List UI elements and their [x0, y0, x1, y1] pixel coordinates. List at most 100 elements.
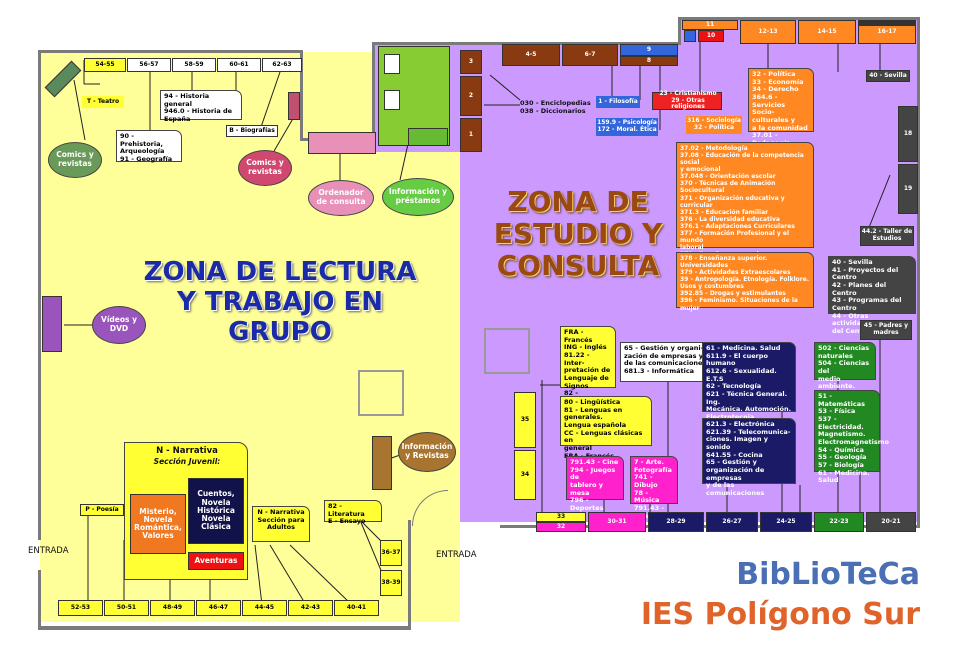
ordenador-desk [308, 132, 376, 154]
idiomas-note: FRA - Francés ING - Inglés 81.22 - Inter… [560, 326, 616, 405]
teatro-label: T - Teatro [82, 96, 124, 108]
politica-note: 32 - Política 33 - Economía 34 - Derecho… [748, 68, 814, 147]
shelf-62-63: 62-63 [262, 58, 302, 72]
wall-notch [300, 50, 303, 140]
historia-note: 94 - Historia general 946.0 - Historia d… [160, 90, 242, 123]
ciencias-note: 502 - Ciencias naturales 504 - Ciencias … [814, 342, 876, 390]
info-desk-inner-2 [384, 90, 400, 110]
brand-line2: IES Polígono Sur [640, 597, 920, 632]
shelf-40-41: 40-41 [334, 600, 379, 616]
narrativa-adultos-note: N - Narrativa Sección para Adultos [252, 506, 310, 542]
shelf-46-47: 46-47 [196, 600, 241, 616]
shelf-48-49: 48-49 [150, 600, 195, 616]
shelf-24-25: 24-25 [760, 512, 812, 532]
enciclopedias-label: 030 - Enciclopedias 038 - Diccionarios [520, 99, 591, 115]
pillar-right [484, 328, 530, 374]
shelf-30-31: 30-31 [588, 512, 646, 532]
psicologia-label: 159.9 - Psicología 172 - Moral. Ética [596, 118, 658, 136]
shelf-20-21: 20-21 [866, 512, 916, 532]
filosofia-label: 1 - Filosofía [596, 96, 640, 108]
shelf-22-23: 22-23 [814, 512, 864, 532]
prehistoria-note: 90 - Prehistoria, Arqueología 91 - Geogr… [116, 130, 182, 163]
shelf-28-29: 28-29 [648, 512, 704, 532]
gestion-note: 65 - Gestión y organi- zación de empresa… [620, 342, 712, 382]
videos-oval: Vídeos y DVD [92, 306, 146, 344]
info-desk-counter [408, 128, 448, 146]
medicina-note: 61 - Medicina. Salud 611.9 - El cuerpo h… [702, 342, 796, 428]
cuentos-box: Cuentos, Novela Histórica Novela Clásica [188, 478, 244, 544]
videos-shelf [42, 296, 62, 352]
info-revistas-rack [372, 436, 392, 490]
shelf-10-side [684, 30, 696, 42]
poesia-label: P - Poesía [80, 504, 124, 516]
ensenanza-note: 378 - Enseñanza superior. Universidades … [676, 252, 814, 312]
shelf-9: 9 [620, 44, 678, 56]
biografias-label: B - Biografías [226, 125, 278, 137]
entrada-bottom: ENTRADA [436, 550, 477, 560]
pillar-left [358, 370, 404, 416]
info-prestamos-oval[interactable]: Información y préstamos [382, 178, 454, 216]
wall-top-mid [372, 42, 680, 45]
shelf-2: 2 [460, 76, 482, 116]
arte-note: 7 - Arte. Fotografía 741 - Dibujo 78 - M… [630, 456, 678, 519]
aventuras-box: Aventuras [188, 552, 244, 570]
sevilla-top-label: 40 - Sevilla [866, 70, 910, 82]
lenguas-note: 80 - Lingüística 81 - Lenguas en general… [560, 396, 652, 459]
shelf-32: 32 [536, 522, 586, 532]
taller-label: 44.2 - Taller de Estudios [860, 226, 914, 246]
comics-mid-oval: Comics y revistas [238, 150, 292, 186]
shelf-58-59: 58-59 [172, 58, 216, 72]
misterio-box: Misterio, Novela Romántica, Valores [130, 494, 186, 554]
shelf-35: 35 [514, 392, 536, 448]
shelf-18: 18 [898, 106, 918, 162]
wall-left-lower [38, 570, 41, 630]
shelf-44-45: 44-45 [242, 600, 287, 616]
shelf-50-51: 50-51 [104, 600, 149, 616]
electronica-note: 621.3 - Electrónica 621.39 - Telecomunic… [702, 418, 796, 497]
wall-top-right [678, 17, 920, 20]
wall-right-lower [408, 520, 411, 630]
shelf-6-7: 6-7 [562, 44, 618, 66]
reading-zone-title: ZONA DE LECTURA Y TRABAJO EN GRUPO [143, 257, 417, 347]
shelf-34: 34 [514, 450, 536, 500]
pedagogia-note: 37.02 - Metodología 37.08 - Educación de… [676, 142, 814, 265]
entrada-left: ENTRADA [28, 546, 69, 556]
shelf-10: 10 [698, 30, 724, 42]
brand-line1: BibLioTeCa [736, 557, 920, 592]
shelf-38-39: 38-39 [380, 570, 402, 596]
literatura-ensayo-note: 82 - Literatura E - Ensayo [324, 500, 382, 525]
wall-right [917, 17, 920, 527]
info-revistas-oval: Información y Revistas [398, 432, 456, 472]
wall-top-step [678, 17, 681, 45]
info-desk-inner-1 [384, 54, 400, 74]
narrativa-juvenil-title: N - Narrativa [156, 446, 218, 456]
shelf-54-55: 54-55 [84, 58, 126, 72]
ordenador-oval[interactable]: Ordenador de consulta [308, 180, 374, 216]
shelf-26-27: 26-27 [706, 512, 758, 532]
shelf-14-15: 14-15 [798, 20, 856, 44]
shelf-4-5: 4-5 [502, 44, 560, 66]
shelf-36-37: 36-37 [380, 540, 402, 566]
comics-rack-mid [288, 92, 300, 120]
shelf-3: 3 [460, 50, 482, 74]
wall-left [38, 50, 41, 540]
narrativa-juvenil-subtitle: Sección Juvenil: [153, 457, 221, 466]
centro-note: 40 - Sevilla 41 - Proyectos del Centro 4… [828, 256, 916, 335]
matematicas-note: 51 - Matemáticas 53 - Física 537 - Elect… [814, 390, 889, 484]
shelf-52-53: 52-53 [58, 600, 103, 616]
shelf-33: 33 [536, 512, 586, 522]
shelf-42-43: 42-43 [288, 600, 333, 616]
wall-top-left [38, 50, 303, 53]
padres-label: 45 - Padres y madres [860, 320, 912, 340]
study-zone-title: ZONA DE ESTUDIO Y CONSULTA [493, 185, 663, 283]
shelf-19: 19 [898, 164, 918, 214]
shelf-12-13: 12-13 [740, 20, 796, 44]
cristianismo-label: 23 - Cristianismo 29 - Otras religiones [652, 90, 722, 110]
shelf-1: 1 [460, 118, 482, 152]
shelf-16-17-top [858, 20, 916, 26]
shelf-60-61: 60-61 [217, 58, 261, 72]
shelf-11: 11 [682, 20, 738, 30]
sociologia-label: 316 - Sociología 32 - Política [686, 116, 742, 134]
shelf-8: 8 [620, 56, 678, 66]
